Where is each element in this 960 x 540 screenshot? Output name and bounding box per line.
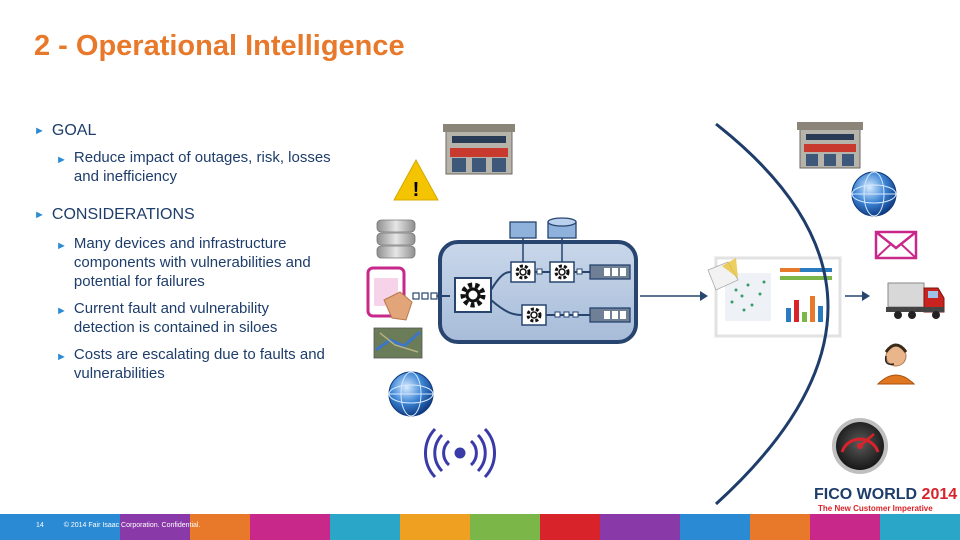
svg-text:!: ! <box>413 179 420 201</box>
footer-text: 14 © 2014 Fair Isaac Corporation. Confid… <box>36 522 218 529</box>
copyright: © 2014 Fair Isaac Corporation. Confident… <box>63 522 201 529</box>
gear-icon <box>526 307 542 323</box>
warning-icon: ! <box>393 158 439 201</box>
dashboard-icon <box>707 256 842 338</box>
considerations-heading: ► CONSIDERATIONS <box>34 206 195 223</box>
footer-bar <box>0 514 960 540</box>
map-icon <box>373 327 423 359</box>
gear-icon <box>460 282 486 308</box>
gear-icon <box>515 264 531 280</box>
consideration-item: ► Many devices and infrastructure compon… <box>56 235 311 290</box>
output-arc <box>714 122 830 506</box>
logo-tagline: The New Customer Imperative <box>818 504 933 513</box>
consideration-item: ► Costs are escalating due to faults and… <box>56 346 325 382</box>
processing-engine-diagram <box>412 217 638 344</box>
page-number: 14 <box>36 522 44 529</box>
consideration-item: ► Current fault and vulnerability detect… <box>56 300 278 336</box>
globe-icon <box>851 171 897 217</box>
building-icon <box>797 122 863 169</box>
slide-title: 2 - Operational Intelligence <box>34 30 405 62</box>
bullet-arrow-icon: ► <box>34 125 45 137</box>
wireless-icon <box>424 427 496 479</box>
fico-world-logo: FICO WORLD 2014 <box>814 486 958 503</box>
tablet-icon <box>366 266 413 321</box>
bullet-arrow-icon: ► <box>56 305 67 317</box>
mail-icon <box>874 230 918 260</box>
bullet-arrow-icon: ► <box>56 240 67 252</box>
goal-heading: ► GOAL <box>34 122 97 139</box>
gauge-icon <box>832 418 888 474</box>
agent-icon <box>876 343 916 385</box>
bullet-arrow-icon: ► <box>56 351 67 363</box>
bullet-arrow-icon: ► <box>34 209 45 221</box>
database-icon <box>376 219 416 259</box>
gear-icon <box>554 264 570 280</box>
bullet-arrow-icon: ► <box>56 154 67 166</box>
truck-icon <box>886 282 945 319</box>
bullet-list: ► GOAL ► Reduce impact of outages, risk,… <box>34 122 334 383</box>
globe-icon <box>388 371 434 417</box>
building-icon <box>443 124 515 175</box>
goal-item: ► Reduce impact of outages, risk, losses… <box>56 149 331 185</box>
